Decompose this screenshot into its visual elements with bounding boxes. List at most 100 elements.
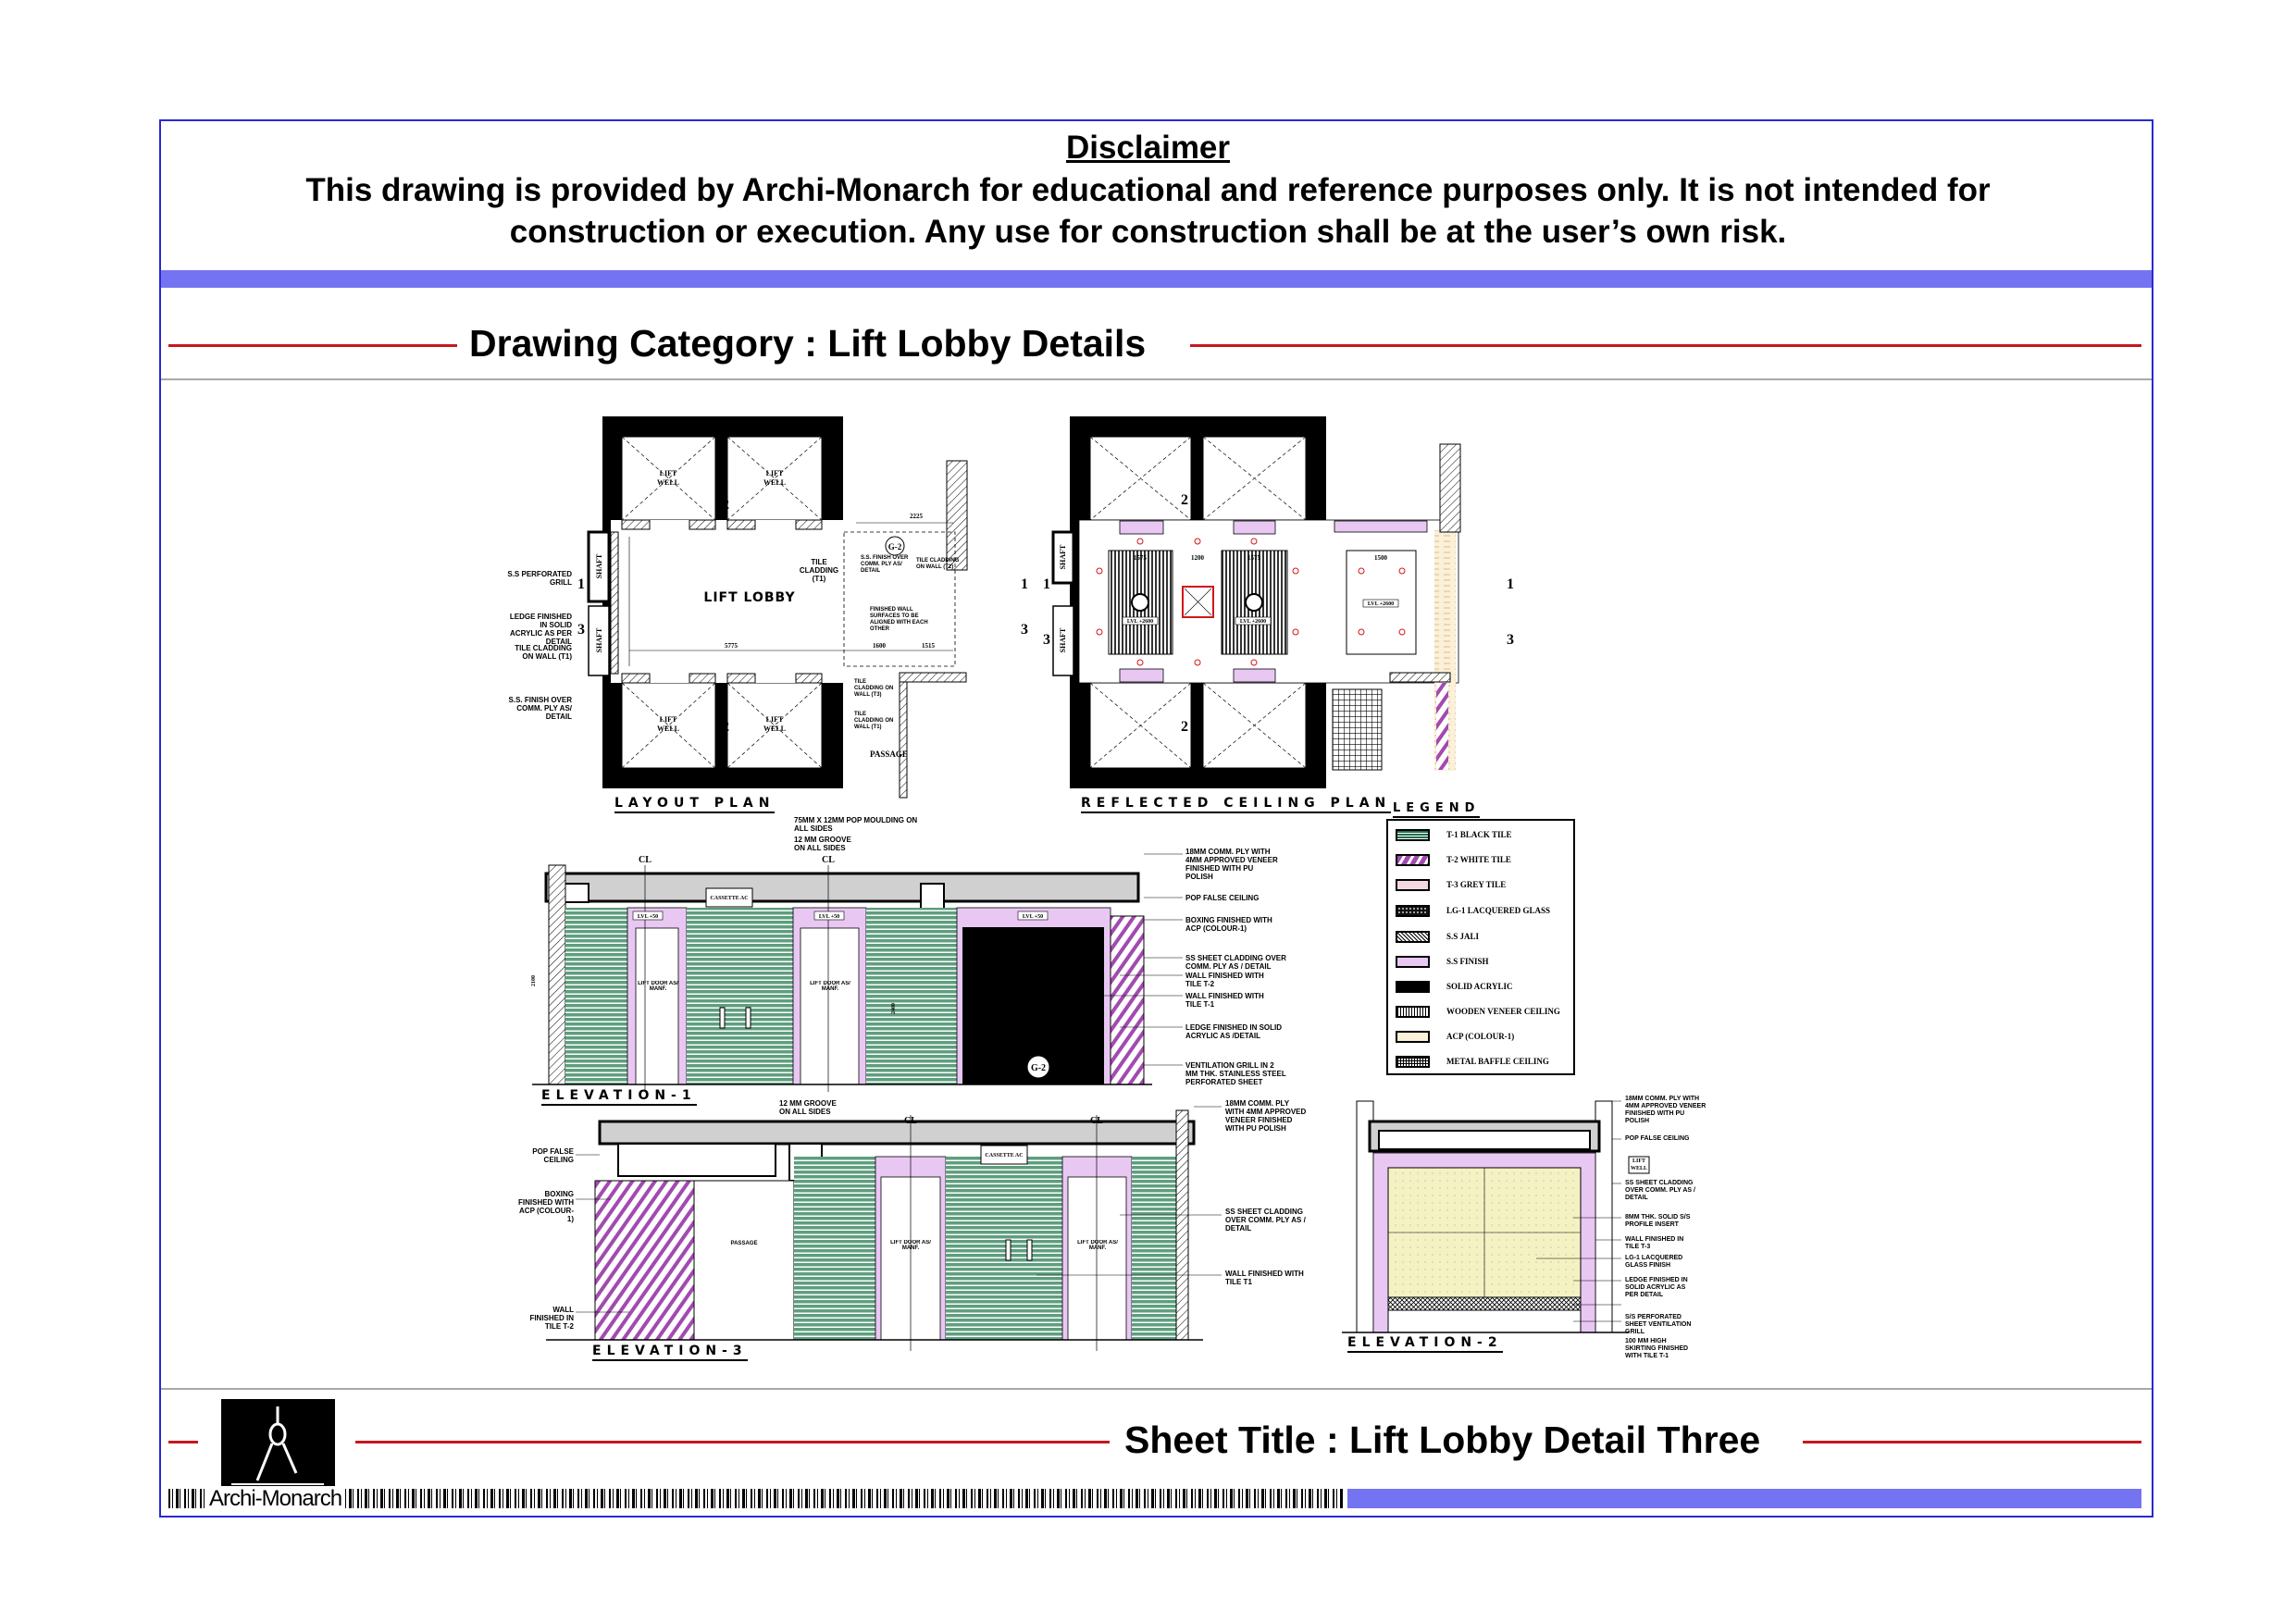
legend-item: T-2 WHITE TILE [1396,853,1567,866]
centerline-label: CL [639,855,652,865]
footer-rule-mid [355,1441,1110,1443]
section-marker: 3 [577,622,585,638]
room-label: LIFT LOBBY [703,590,795,605]
note: TILE CLADDING ON WALL (T2) [916,558,960,570]
passage-label: PASSAGE [870,750,908,759]
note: POP FALSE CEILING [1625,1135,1690,1142]
dim-panel: 1575 [1247,554,1261,562]
lvl-tag: LVL +2600 [1240,619,1266,625]
ss-jali-swatch-icon [1396,930,1430,943]
note: S/S PERFORATED SHEET VENTILATION GRILL [1625,1314,1692,1335]
dim-right-2: 1515 [922,642,936,650]
note: TILE CLADDING (T1) [799,558,839,583]
drawing-category: Drawing Category : Lift Lobby Details [469,322,1147,365]
cassette-label: CASSETTE AC [985,1153,1023,1158]
elevation-2-title: ELEVATION-2 [1347,1335,1503,1353]
centerline-label: CL [822,855,835,865]
note: POP FALSE CEILING [532,1147,574,1164]
note: TILE CLADDING ON WALL (T1) [854,712,894,730]
lift-well-label: LIFT [660,469,677,477]
svg-text:WELL: WELL [657,725,679,733]
note: 75mm X 12mm POP MOULDING ON ALL SIDES [794,816,918,833]
legend-item: SOLID ACRYLIC [1396,980,1567,993]
metal-baffle-ceiling [1332,688,1383,771]
lift-door-label: LIFT DOOR AS/ MANF. [890,1240,931,1251]
header-divider [161,378,2152,380]
passage-label: PASSAGE [731,1241,758,1246]
elevation-1: CASSETTE AC CL CL LVL +50 LVL +50 LVL +5… [531,853,1183,1092]
note: TILE CLADDING ON WALL (T3) [854,679,894,698]
lift-door-label: LIFT DOOR AS/ MANF. [1077,1240,1118,1251]
white-tile-swatch-icon [1396,853,1430,866]
note: TILE CLADDING ON WALL (T1) [515,644,572,661]
elevation-3: CASSETTE AC CL CL PASSAGE LIFT DOOR AS/ … [546,1106,1222,1351]
note: FINISHED WALL SURFACES TO BE ALIGNED WIT… [870,607,928,632]
lift-well-label: LIFT [766,469,784,477]
note: 100 MM HIGH SKIRTING FINISHED WITH TILE … [1625,1338,1689,1359]
sheet-title: Sheet Title : Lift Lobby Detail Three [1124,1419,1761,1461]
svg-text:WELL: WELL [763,725,786,733]
dim-height: 2100 [531,975,537,986]
lift-door-label: LIFT DOOR AS/ MANF. [810,981,850,992]
svg-text:2: 2 [1181,492,1188,508]
sheet-frame [159,119,2153,1518]
archi-monarch-logo-icon [221,1399,335,1488]
solid-acrylic-swatch-icon [1396,980,1430,993]
lift-door-label: LIFT DOOR AS/ MANF. [638,981,678,992]
passage-outline [843,531,956,667]
note: WALL FINISHED WITH TILE T1 [1225,1270,1304,1286]
section-marker: 2 [722,719,729,735]
note: S.S PERFORATED GRILL [507,570,572,587]
note: 18mm COMM. PLY WITH 4mm APPROVED VENEER … [1625,1096,1706,1124]
shaft-label: SHAFT [1059,627,1067,652]
note: LG-1 LACQUERED GLASS FINISH [1625,1255,1683,1269]
note: S.S. FINISH OVER COMM. PLY AS/ DETAIL [861,555,909,574]
svg-text:WELL: WELL [657,478,679,487]
svg-text:2: 2 [1181,719,1188,735]
note: VENTILATION GRILL IN 2 MM THK. STAINLESS… [1185,1061,1286,1086]
legend-item: T-1 BLACK TILE [1396,828,1567,841]
svg-text:3: 3 [1043,632,1050,648]
dim-width: 5775 [725,642,738,650]
shaft-label: SHAFT [595,553,603,578]
legend-item: LG-1 LACQUERED GLASS [1396,904,1567,917]
legend-item: WOODEN VENEER CEILING [1396,1005,1567,1018]
reflected-ceiling-plan: SHAFT SHAFT LVL +2600 LVL +2600 LVL +260… [1043,416,1514,788]
wooden-veneer-swatch-icon [1396,1005,1430,1018]
cassette-label: CASSETTE AC [710,896,748,901]
note: POP FALSE CEILING [1185,894,1260,902]
note: SS SHEET CLADDING OVER COMM. PLY AS / DE… [1625,1180,1695,1201]
g2-tag: G-2 [888,542,902,551]
legend: T-1 BLACK TILE T-2 WHITE TILE T-3 GREY T… [1386,819,1575,1075]
note: S.S. FINISH OVER COMM. PLY AS/ DETAIL [508,696,572,721]
shaft [588,605,610,676]
note: 18mm COMM. PLY WITH 4mm APPROVED VENEER … [1225,1099,1307,1133]
lift-well-label: LIFT [660,715,677,724]
centerline-label: CL [1090,1116,1103,1126]
layout-plan-title: LAYOUT PLAN [614,796,776,813]
dim-right: 1500 [1374,554,1388,562]
note: WALL FINISHED IN TILE T-3 [1625,1236,1684,1250]
section-marker: 3 [1021,622,1028,638]
metal-baffle-swatch-icon [1396,1055,1430,1068]
ss-finish-swatch-icon [1396,955,1430,968]
section-marker: 1 [577,576,585,592]
dim-passage: 2225 [910,513,924,520]
barcode-strip [168,1489,1344,1508]
grey-tile-swatch-icon [1396,878,1430,891]
footer-blue-bar [1347,1489,2141,1508]
legend-item: S.S FINISH [1396,955,1567,968]
shaft [587,530,611,603]
section-marker: 2 [722,497,729,513]
note: BOXING FINISHED WITH ACP (COLOUR-1) [1185,916,1272,933]
header-blue-bar [161,270,2152,288]
footer-rule-left [168,1441,198,1443]
lvl-tag: LVL +50 [638,914,658,920]
rcp-title: REFLECTED CEILING PLAN [1081,796,1392,813]
category-rule-right [1190,344,2141,347]
lacquered-glass-swatch-icon [1396,904,1430,917]
lvl-tag: LVL +2600 [1127,619,1153,625]
footer-rule-right [1803,1441,2141,1443]
